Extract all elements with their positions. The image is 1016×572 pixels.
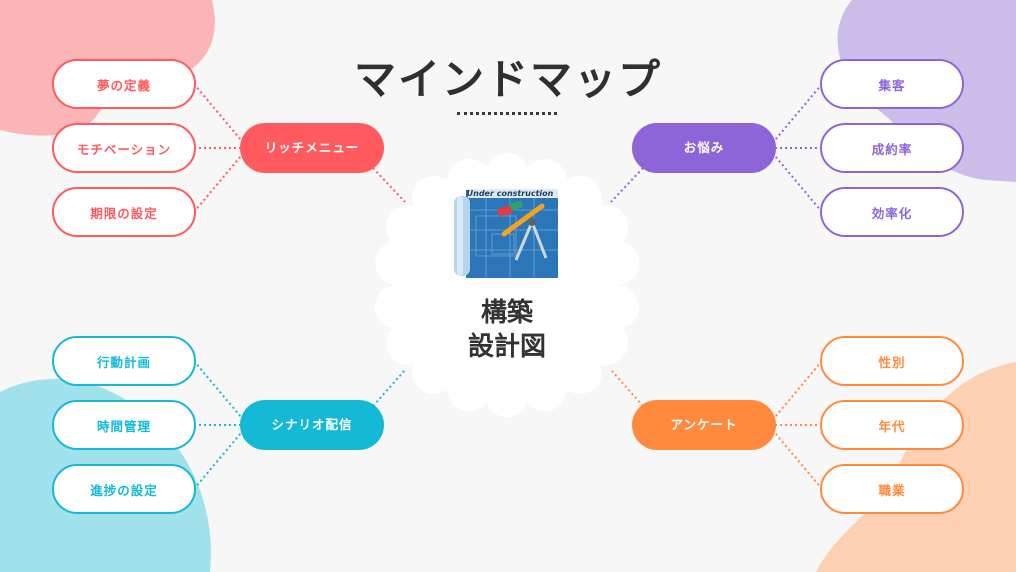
link-cyan-3: [193, 432, 242, 490]
leaf-orange-1[interactable]: 性別: [820, 336, 964, 386]
link-orange-center: [610, 369, 644, 407]
hub-purple[interactable]: お悩み: [632, 123, 776, 173]
center-label-line-1: 構築: [480, 298, 533, 328]
leaf-purple-2[interactable]: 成約率: [820, 123, 964, 173]
leaf-red-3[interactable]: 期限の設定: [52, 187, 196, 237]
leaf-orange-2[interactable]: 年代: [820, 400, 964, 450]
hub-cyan[interactable]: シナリオ配信: [240, 400, 384, 450]
center-label-line-2: 設計図: [467, 332, 546, 362]
leaf-red-1[interactable]: 夢の定義: [52, 59, 196, 109]
link-purple-3: [774, 155, 823, 213]
hub-orange[interactable]: アンケート: [632, 400, 776, 450]
link-orange-3: [774, 432, 823, 490]
leaf-orange-3[interactable]: 職業: [820, 464, 964, 514]
leaf-red-2[interactable]: モチベーション: [52, 123, 196, 173]
leaf-cyan-3[interactable]: 進捗の設定: [52, 464, 196, 514]
leaf-purple-1[interactable]: 集客: [820, 59, 964, 109]
leaf-cyan-1[interactable]: 行動計画: [52, 336, 196, 386]
blueprint-icon: Under construction: [454, 189, 558, 278]
page-title: マインドマップ: [353, 55, 662, 104]
center-badge-shape: [375, 153, 639, 417]
blueprint-caption: Under construction: [467, 189, 554, 198]
link-red-1: [193, 83, 242, 141]
leaf-purple-3[interactable]: 効率化: [820, 187, 964, 237]
leaf-cyan-2[interactable]: 時間管理: [52, 400, 196, 450]
center-label: 構築 設計図: [372, 296, 642, 364]
link-orange-1: [774, 360, 823, 418]
link-cyan-center: [372, 369, 406, 407]
center-node[interactable]: Under construction 構築 設計図: [372, 150, 642, 420]
link-red-3: [193, 155, 242, 213]
link-purple-1: [774, 83, 823, 141]
hub-red[interactable]: リッチメニュー: [240, 123, 384, 173]
title-underline: [457, 112, 557, 115]
link-cyan-1: [193, 360, 242, 418]
